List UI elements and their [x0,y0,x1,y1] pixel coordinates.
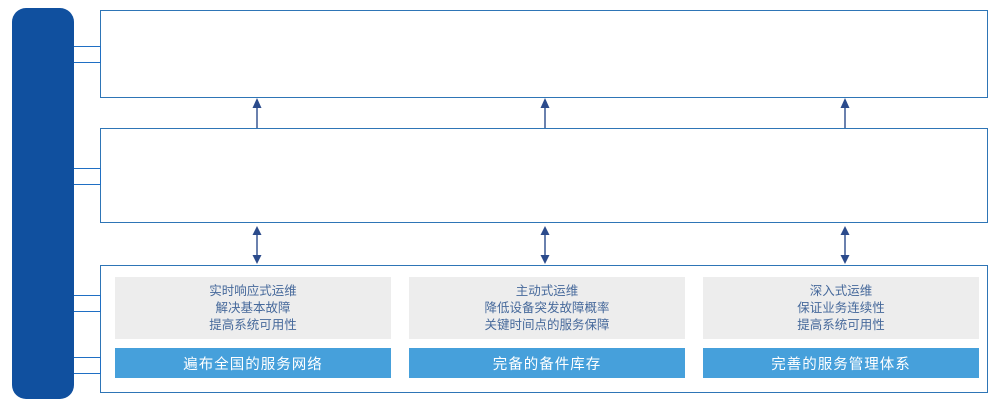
bottom-column-indepth[interactable]: 深入式运维 保证业务连续性 提高系统可用性 完善的服务管理体系 [703,277,979,378]
arrow-up-virtualization [540,98,550,128]
connector-tech-upper [74,46,101,47]
connector-tech-lower [74,62,101,63]
arrow-updown-proactive [540,226,550,264]
connector-position-lower [74,311,101,312]
bottom-column-realtime[interactable]: 实时响应式运维 解决基本故障 提高系统可用性 遍布全国的服务网络 [115,277,391,378]
position-card-realtime: 实时响应式运维 解决基本故障 提高系统可用性 [115,277,391,339]
bottom-column-proactive[interactable]: 主动式运维 降低设备突发故障概率 关键时间点的服务保障 完备的备件库存 [409,277,685,378]
arrow-up-system-software [840,98,850,128]
connector-spine-position [100,295,101,311]
advantage-bar-management-system[interactable]: 完善的服务管理体系 [703,348,979,378]
position-card-proactive: 主动式运维 降低设备突发故障概率 关键时间点的服务保障 [409,277,685,339]
connector-advantage-upper [74,357,101,358]
arrow-updown-core [252,226,262,264]
position-line: 保证业务连续性 [797,300,885,315]
advantage-bar-spare-parts[interactable]: 完备的备件库存 [409,348,685,378]
position-line: 降低设备突发故障概率 [484,300,610,315]
connector-content-lower [74,184,101,185]
connector-content-upper [74,168,101,169]
position-line: 关键时间点的服务保障 [484,317,610,332]
tech-direction-section [100,10,988,98]
connector-advantage-lower [74,373,101,374]
connector-spine-advantage [100,357,101,373]
connector-spine-content [100,168,101,184]
product-content-section [100,128,988,223]
position-line: 解决基本故障 [215,300,291,315]
position-line: 提高系统可用性 [797,317,885,332]
connector-spine-tech [100,46,101,62]
advantage-bar-service-network[interactable]: 遍布全国的服务网络 [115,348,391,378]
position-line: 提高系统可用性 [209,317,297,332]
advantage-label: 遍布全国的服务网络 [183,356,323,373]
left-rail [12,8,74,399]
advantage-label: 完善的服务管理体系 [771,356,911,373]
position-line: 深入式运维 [809,283,873,298]
position-card-indepth: 深入式运维 保证业务连续性 提高系统可用性 [703,277,979,339]
arrow-up-hardware [252,98,262,128]
connector-position-upper [74,295,101,296]
arrow-updown-value-added [840,226,850,264]
position-line: 主动式运维 [515,283,579,298]
advantage-label: 完备的备件库存 [492,356,602,373]
position-line: 实时响应式运维 [209,283,297,298]
